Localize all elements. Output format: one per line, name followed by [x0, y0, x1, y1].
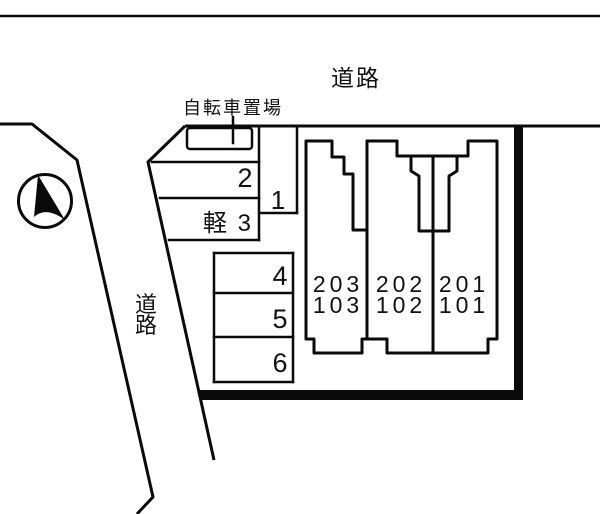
building: 203 103 202 102 201 101 — [304, 139, 499, 355]
parking-block-south: 4 5 6 — [212, 251, 295, 384]
unit-103-label: 103 — [313, 292, 363, 318]
bicycle-parking-rect — [185, 126, 254, 151]
parking-space-4-label: 4 — [272, 261, 287, 291]
building-outline — [304, 139, 499, 355]
unit-202-label: 202 — [376, 271, 426, 297]
parking-space-kei3-label: 軽 3 — [203, 210, 253, 237]
unit-101-label: 101 — [439, 292, 489, 318]
road-label-left-char2: 路 — [135, 313, 157, 338]
road-label-top: 道路 — [331, 65, 381, 91]
unit-201-label: 201 — [439, 271, 489, 297]
unit-203-label: 203 — [313, 271, 363, 297]
north-arrow — [17, 173, 73, 229]
parking-space-2-label: 2 — [237, 163, 252, 193]
parking-space-1-label: 1 — [271, 185, 285, 215]
thick-border-east — [514, 127, 523, 400]
north-arrow-circle — [17, 173, 73, 229]
thick-border-south — [200, 390, 523, 400]
road-east-edge-line — [146, 124, 216, 461]
road-label-left-char1: 道 — [135, 292, 157, 317]
parking-space-6-label: 6 — [272, 348, 287, 378]
parking-block-north: 2 1 軽 3 — [150, 125, 299, 242]
spaces456-row-lines — [212, 251, 295, 384]
north-arrow-needle-icon — [34, 175, 65, 220]
unit-102-label: 102 — [376, 292, 426, 318]
road-west-edge-line — [0, 122, 155, 514]
stairwell-shaft — [409, 154, 459, 233]
spaces456-side-lines — [212, 251, 295, 384]
bicycle-parking-label: 自転車置場 — [183, 98, 283, 118]
parking-space-5-label: 5 — [272, 304, 287, 334]
